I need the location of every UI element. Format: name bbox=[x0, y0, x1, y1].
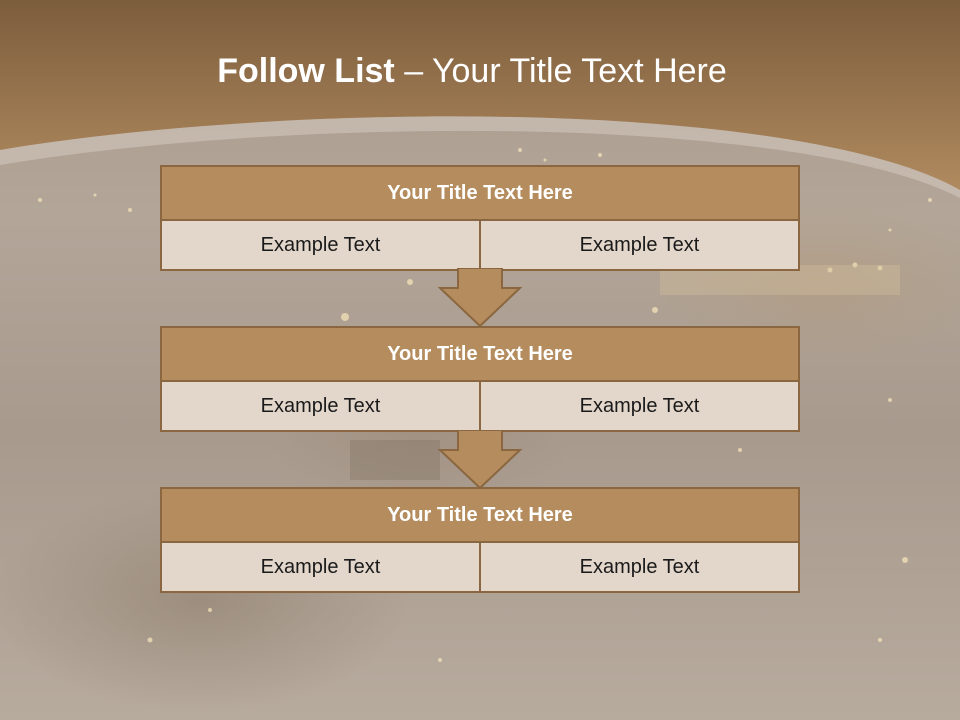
stage-2: Your Title Text Here Example Text Exampl… bbox=[160, 326, 800, 432]
stage-1: Your Title Text Here Example Text Exampl… bbox=[160, 165, 800, 271]
stage-title: Your Title Text Here bbox=[160, 487, 800, 543]
slide-title-bold: Follow List bbox=[217, 52, 395, 90]
slide-title: Follow List – Your Title Text Here bbox=[0, 52, 944, 91]
stage-row: Example Text Example Text bbox=[160, 382, 800, 432]
stage-cell-right: Example Text bbox=[479, 543, 798, 591]
stage-cell-left: Example Text bbox=[260, 394, 381, 417]
stage-cell-left: Example Text bbox=[260, 233, 381, 256]
slide-title-rest: – Your Title Text Here bbox=[394, 52, 727, 90]
stage-title: Your Title Text Here bbox=[160, 165, 800, 221]
stage-cell-left: Example Text bbox=[260, 555, 381, 578]
down-arrow-icon bbox=[437, 430, 523, 490]
stage-row: Example Text Example Text bbox=[160, 543, 800, 593]
stage-row: Example Text Example Text bbox=[160, 221, 800, 271]
stage-title: Your Title Text Here bbox=[160, 326, 800, 382]
down-arrow-icon bbox=[437, 268, 523, 328]
header-band bbox=[0, 0, 960, 198]
stage-cell-right: Example Text bbox=[479, 382, 798, 430]
stage-cell-right: Example Text bbox=[479, 221, 798, 269]
stage-3: Your Title Text Here Example Text Exampl… bbox=[160, 487, 800, 593]
